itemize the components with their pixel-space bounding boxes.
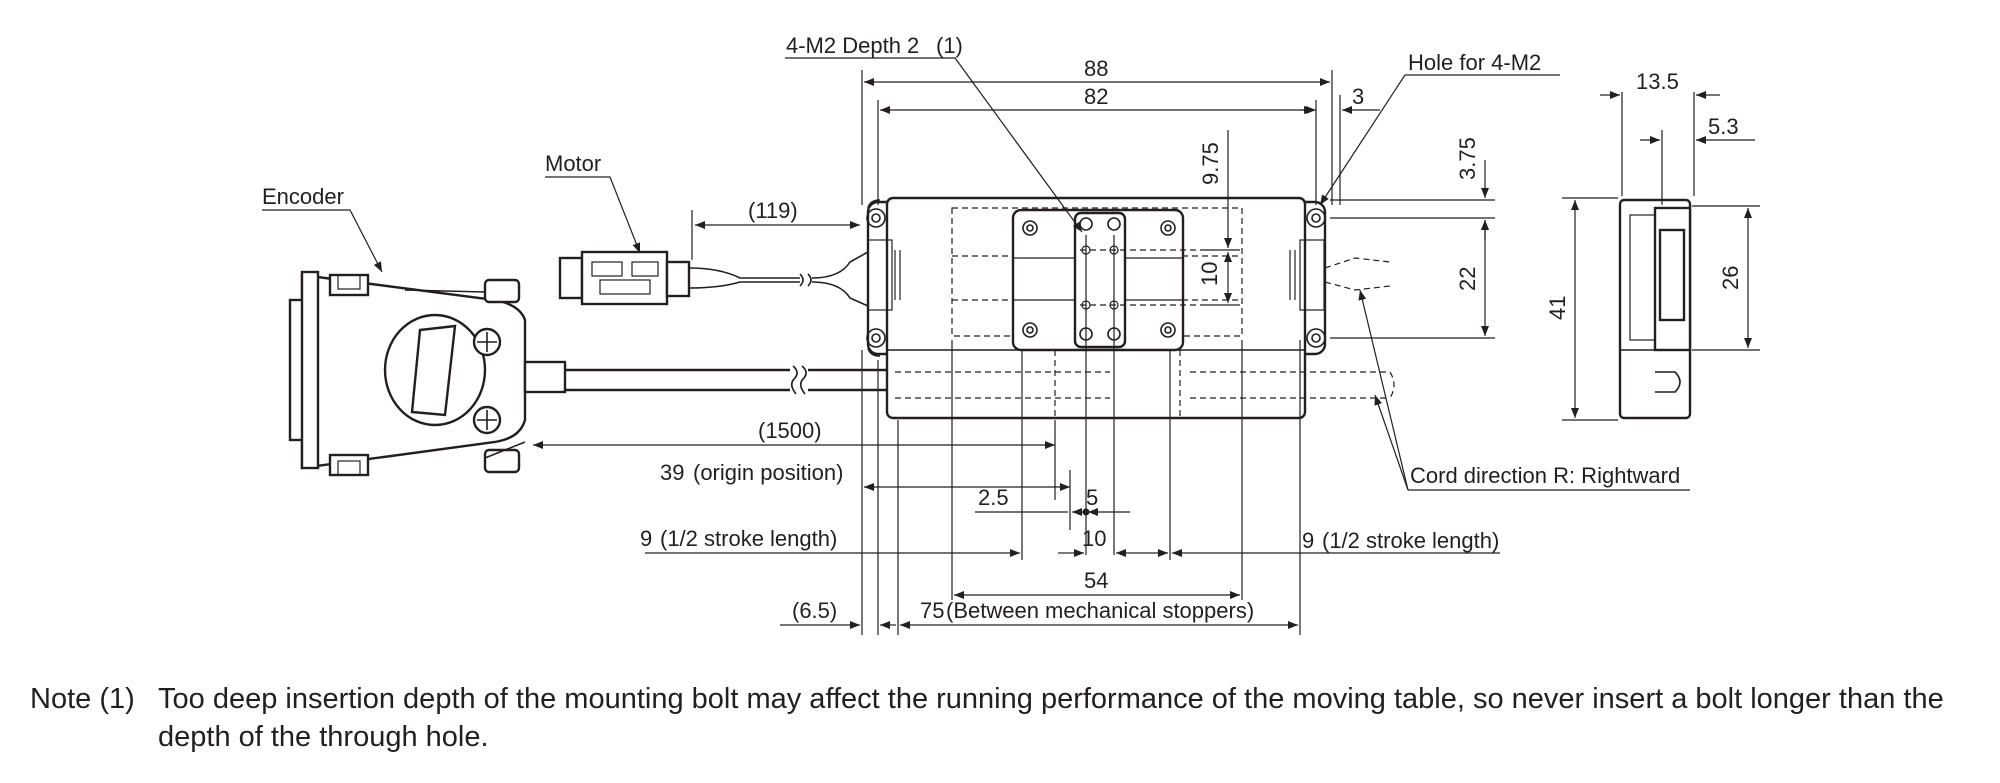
dim-5: 5	[1086, 485, 1098, 510]
dimension-drawing: Encoder Motor 4-M2 Depth 2 (1) Hole for …	[262, 33, 1760, 635]
hole-label: Hole for 4-M2	[1408, 50, 1541, 75]
dim-22: 22	[1455, 267, 1480, 291]
leader-lines	[262, 57, 1690, 491]
note-block: Note (1) Too deep insertion depth of the…	[30, 680, 1980, 756]
note-text: Too deep insertion depth of the mounting…	[158, 683, 1944, 753]
dim-3: 3	[1352, 84, 1364, 109]
dim-9-left: 9	[640, 526, 652, 551]
dim-54: 54	[1084, 568, 1108, 593]
dimension-lines	[533, 70, 1760, 635]
moving-table	[1011, 208, 1185, 352]
side-view	[1618, 198, 1692, 420]
dim-13-5: 13.5	[1636, 69, 1679, 94]
encoder-connector	[288, 270, 567, 477]
encoder-cable	[565, 365, 890, 395]
dim-39: 39	[660, 460, 684, 485]
dim-39-text: (origin position)	[693, 460, 843, 485]
m2-depth-note-ref: (1)	[936, 33, 963, 58]
note-prefix: Note (1)	[30, 683, 135, 715]
motor-label: Motor	[545, 151, 601, 176]
dim-41: 41	[1545, 296, 1570, 320]
dim-119: (119)	[748, 198, 798, 223]
dim-10-vertical: 10	[1197, 262, 1222, 286]
dim-75: 75	[920, 598, 944, 623]
dim-3-75: 3.75	[1455, 137, 1480, 180]
dim-9-right: 9	[1302, 528, 1314, 553]
cord-direction-label: Cord direction R: Rightward	[1410, 463, 1680, 488]
m2-depth-label: 4-M2 Depth 2	[786, 33, 919, 58]
dim-26: 26	[1718, 266, 1743, 290]
dim-5-3: 5.3	[1708, 114, 1739, 139]
dim-9-right-text: (1/2 stroke length)	[1322, 528, 1499, 553]
motor-connector	[558, 250, 869, 307]
dim-2-5: 2.5	[978, 485, 1009, 510]
dim-9-75: 9.75	[1198, 142, 1223, 185]
dim-82: 82	[1084, 84, 1108, 109]
dim-6-5: (6.5)	[792, 598, 837, 623]
encoder-label: Encoder	[262, 184, 344, 209]
right-cord	[1324, 257, 1395, 399]
dim-88: 88	[1084, 56, 1108, 81]
dim-9-left-text: (1/2 stroke length)	[660, 526, 837, 551]
dim-10-horizontal: 10	[1082, 526, 1106, 551]
dim-75-text: (Between mechanical stoppers)	[946, 598, 1254, 623]
dim-1500: (1500)	[758, 418, 822, 443]
